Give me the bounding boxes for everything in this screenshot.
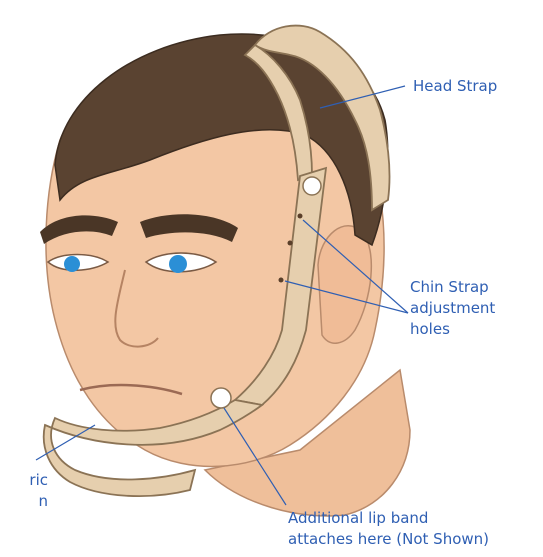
- chin-strap-line-2: adjustment: [410, 298, 495, 319]
- adjustment-hole-3: [279, 278, 284, 283]
- lip-band-line-1: Additional lip band: [288, 508, 489, 529]
- lower-snap: [211, 388, 231, 408]
- adjustment-hole-1: [298, 214, 303, 219]
- right-iris: [169, 255, 187, 273]
- head-strap-text: Head Strap: [413, 77, 497, 95]
- adjustment-hole-2: [288, 241, 293, 246]
- chin-strap-line-3: holes: [410, 319, 495, 340]
- left-iris: [64, 256, 80, 272]
- lip-band-label: Additional lip band attaches here (Not S…: [288, 508, 489, 550]
- head-strap-label: Head Strap: [413, 76, 497, 97]
- upper-snap: [303, 177, 321, 195]
- chin-strap-label: Chin Strap adjustment holes: [410, 277, 495, 340]
- fabric-chin-line-2: n: [0, 491, 48, 512]
- fabric-chin-label: ric n: [0, 470, 48, 512]
- lip-band-line-2: attaches here (Not Shown): [288, 529, 489, 550]
- fabric-chin-line-1: ric: [0, 470, 48, 491]
- chin-strap-line-1: Chin Strap: [410, 277, 495, 298]
